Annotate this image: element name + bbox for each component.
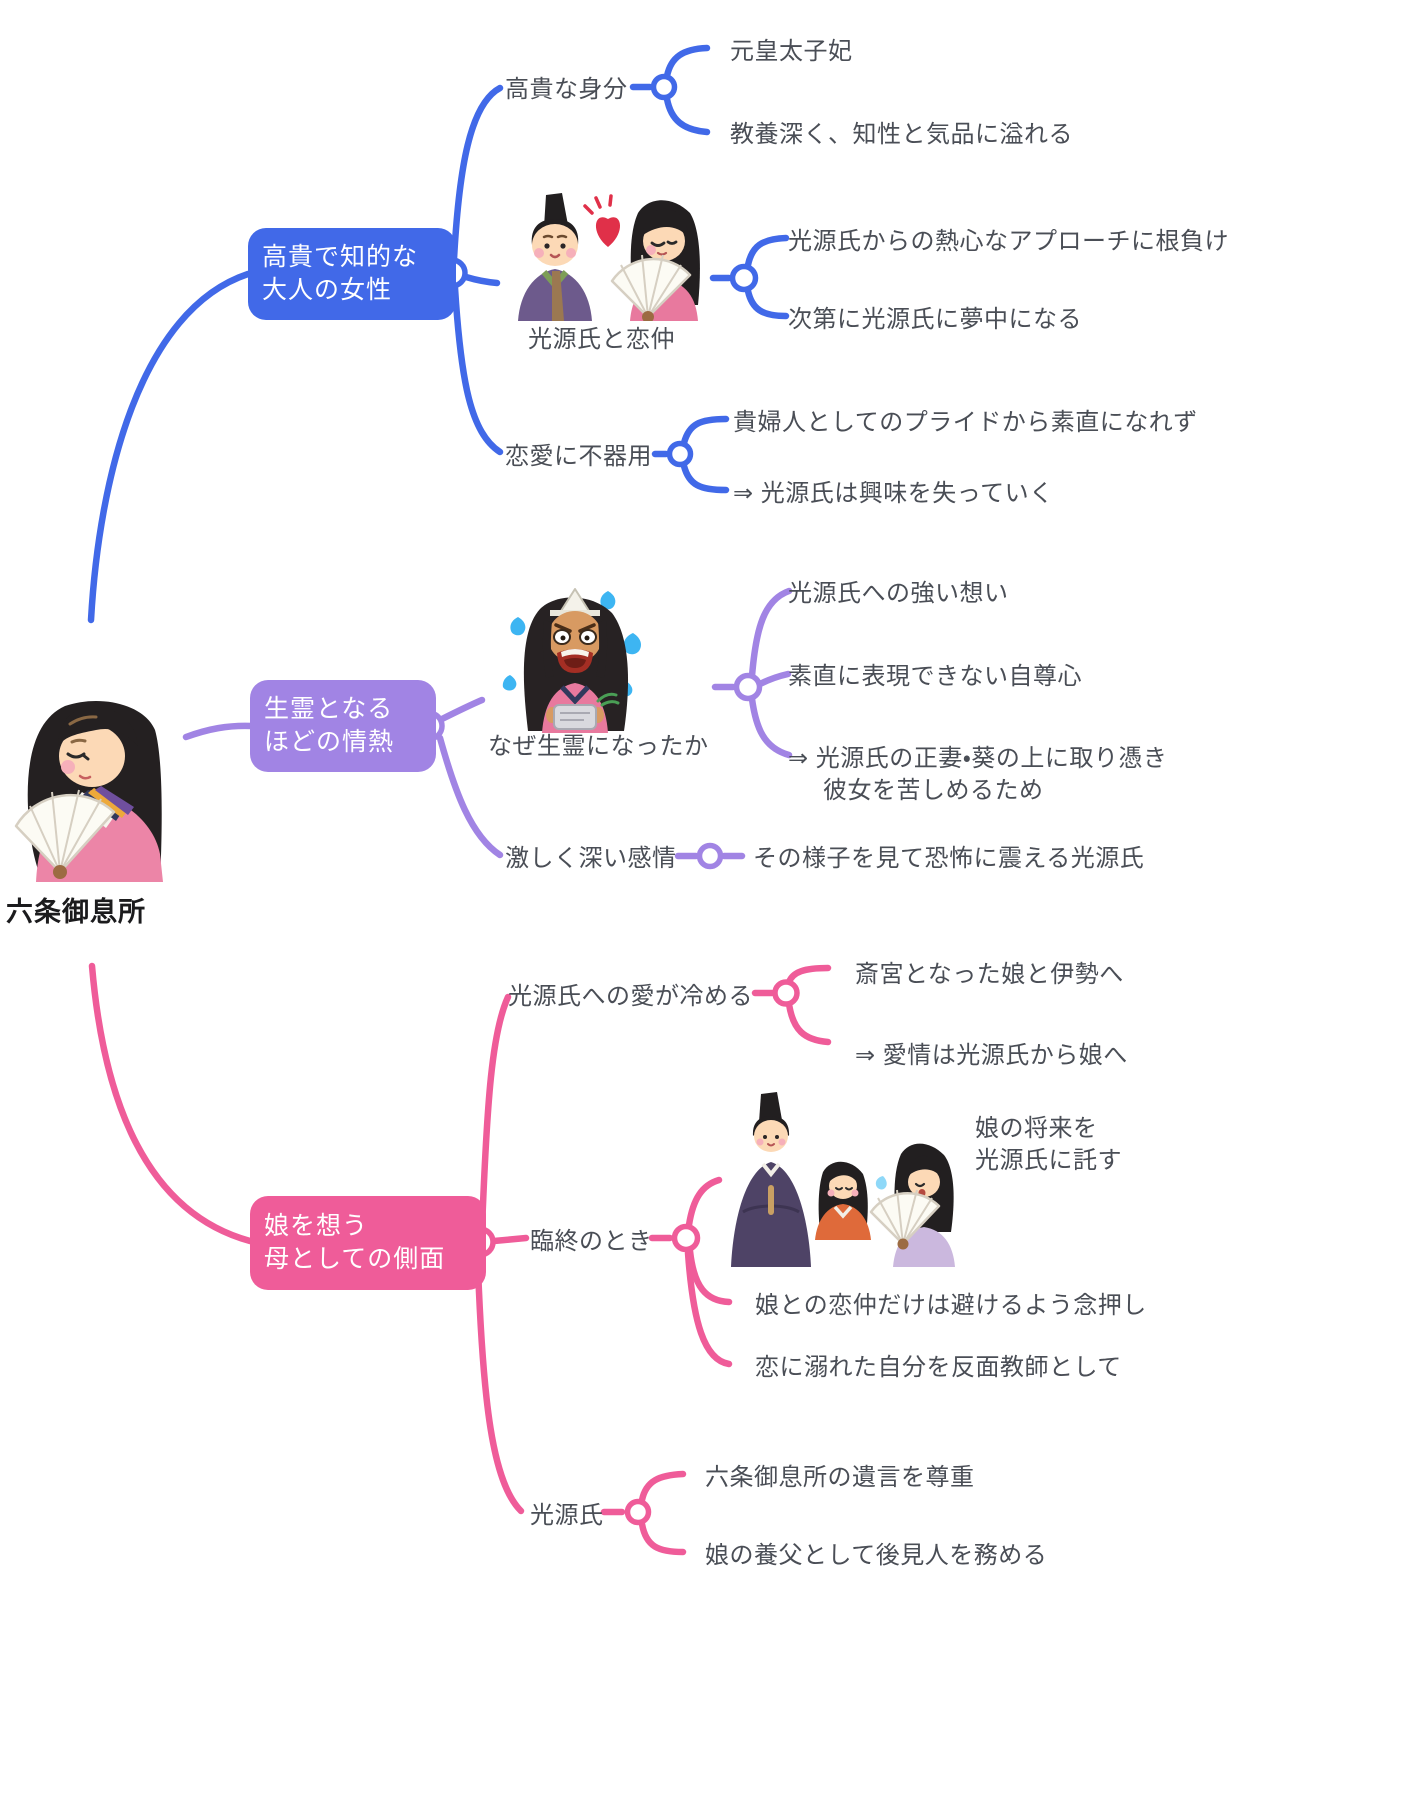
topic-intense-deep-emotion[interactable]: 激しく深い感情 [505, 845, 677, 872]
item-guardian-foster-father[interactable]: 娘の養父として後見人を務める [705, 1542, 1048, 1569]
item-to-ise-with-daughter[interactable]: 斎宮となった娘と伊勢へ [855, 961, 1124, 988]
branch-junction[interactable] [696, 842, 724, 870]
branch-junction[interactable] [729, 263, 759, 293]
connector-group-noble [87, 44, 790, 624]
topic-why-became-spirit[interactable]: なぜ生霊になったか [488, 733, 709, 760]
vengeful-spirit-illustration [498, 583, 653, 733]
topic-noble-adult-woman[interactable]: 高貴で知的な 大人の女性 [248, 228, 456, 320]
item-self-as-cautionary-example[interactable]: 恋に溺れた自分を反面教師として [755, 1354, 1122, 1381]
item-genji-loses-interest[interactable]: ⇒ 光源氏は興味を失っていく [733, 480, 1054, 507]
item-possesses-aoi[interactable]: ⇒ 光源氏の正妻・葵の上に取り憑き 彼女を苦しめるため [788, 745, 1168, 805]
item-entrust-daughter-future[interactable]: 娘の将来を 光源氏に託す [975, 1115, 1122, 1175]
genji-couple-illustration [500, 193, 710, 323]
branch-junction[interactable] [624, 1498, 652, 1526]
branch-junction[interactable] [733, 672, 763, 702]
topic-label: 高貴で知的な 大人の女性 [262, 242, 419, 305]
topic-passion-becomes-spirit[interactable]: 生霊となる ほどの情熱 [250, 680, 436, 772]
branch-junction[interactable] [772, 979, 800, 1007]
topic-at-deathbed[interactable]: 臨終のとき [530, 1228, 653, 1255]
topic-romance-with-genji[interactable]: 光源氏と恋仲 [528, 326, 675, 353]
topic-mother-side[interactable]: 娘を想う 母としての側面 [250, 1196, 486, 1290]
topic-genji[interactable]: 光源氏 [530, 1502, 604, 1529]
item-strong-feelings-for-genji[interactable]: 光源氏への強い想い [788, 580, 1009, 607]
item-warn-against-romance[interactable]: 娘との恋仲だけは避けるよう念押し [755, 1292, 1147, 1319]
branch-junction[interactable] [650, 73, 678, 101]
topic-label: 娘を想う 母としての側面 [264, 1211, 446, 1274]
branch-junction[interactable] [666, 440, 694, 468]
topic-noble-status[interactable]: 高貴な身分 [505, 76, 628, 103]
item-genji-trembles-in-fear[interactable]: その様子を見て恐怖に震える光源氏 [753, 845, 1145, 872]
item-former-crown-princess[interactable]: 元皇太子妃 [730, 38, 853, 65]
item-gave-in-to-approach[interactable]: 光源氏からの熱心なアプローチに根負け [788, 228, 1229, 255]
root-topic-label[interactable]: 六条御息所 [6, 897, 146, 927]
topic-love-cools[interactable]: 光源氏への愛が冷める [508, 983, 753, 1010]
item-pride-prevents-honesty[interactable]: 貴婦人としてのプライドから素直になれず [733, 409, 1198, 436]
item-became-infatuated[interactable]: 次第に光源氏に夢中になる [788, 306, 1082, 333]
heian-lady-illustration [8, 690, 190, 882]
deathbed-scene-illustration [725, 1092, 965, 1267]
item-respects-last-wish[interactable]: 六条御息所の遺言を尊重 [705, 1464, 975, 1491]
item-cultured-intelligent[interactable]: 教養深く、知性と気品に溢れる [730, 121, 1073, 148]
topic-clumsy-in-love[interactable]: 恋愛に不器用 [505, 443, 652, 470]
item-affection-to-daughter[interactable]: ⇒ 愛情は光源氏から娘へ [855, 1042, 1128, 1069]
topic-label: 生霊となる ほどの情熱 [264, 694, 395, 757]
item-pride-cannot-express[interactable]: 素直に表現できない自尊心 [788, 663, 1082, 690]
branch-junction[interactable] [671, 1223, 701, 1253]
